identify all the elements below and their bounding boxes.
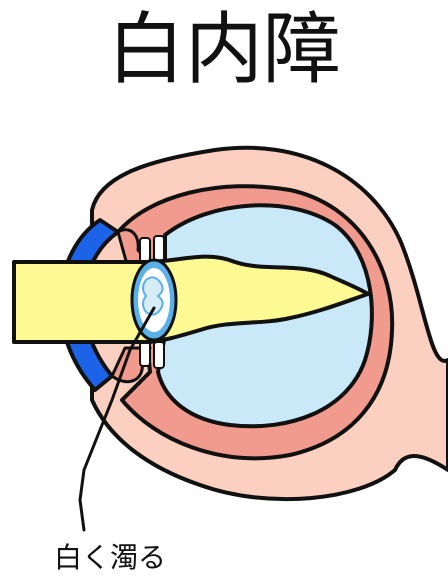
cloudy-lens: [132, 260, 176, 340]
page-title: 白内障: [107, 5, 341, 95]
annotation-label: 白く濁る: [54, 541, 166, 574]
